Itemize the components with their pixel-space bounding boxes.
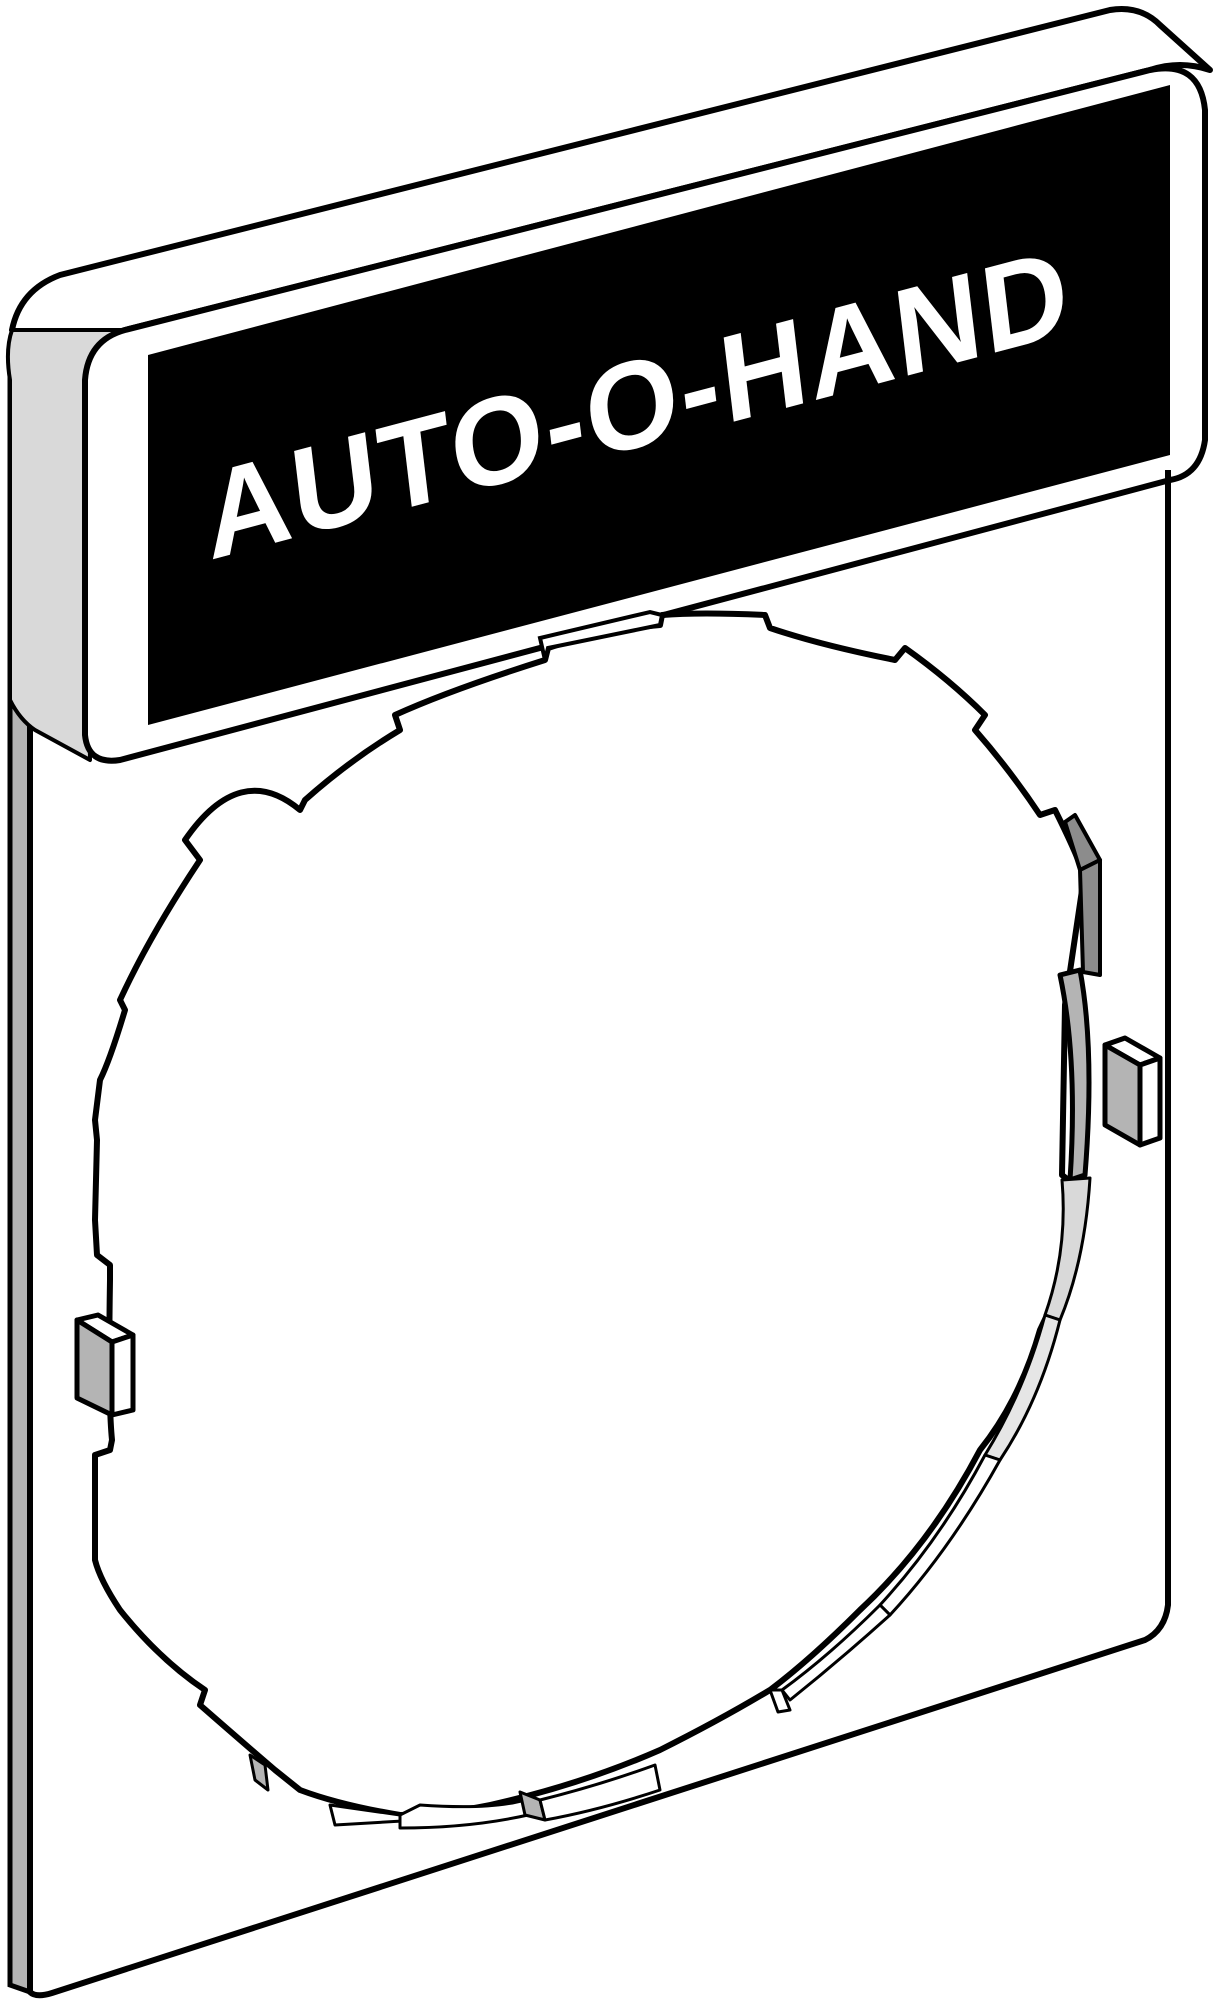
- label-insert: [148, 85, 1170, 725]
- bottom-rim-segments: [248, 1688, 792, 1830]
- mounting-hole: [92, 610, 1088, 1818]
- right-rim-segments: [780, 813, 1102, 1702]
- top-notch: [537, 609, 665, 661]
- label-holder: AUTO-O-HAND: [5, 6, 1213, 764]
- left-retaining-tab: [74, 1312, 136, 1418]
- right-retaining-tab: [1102, 1035, 1163, 1148]
